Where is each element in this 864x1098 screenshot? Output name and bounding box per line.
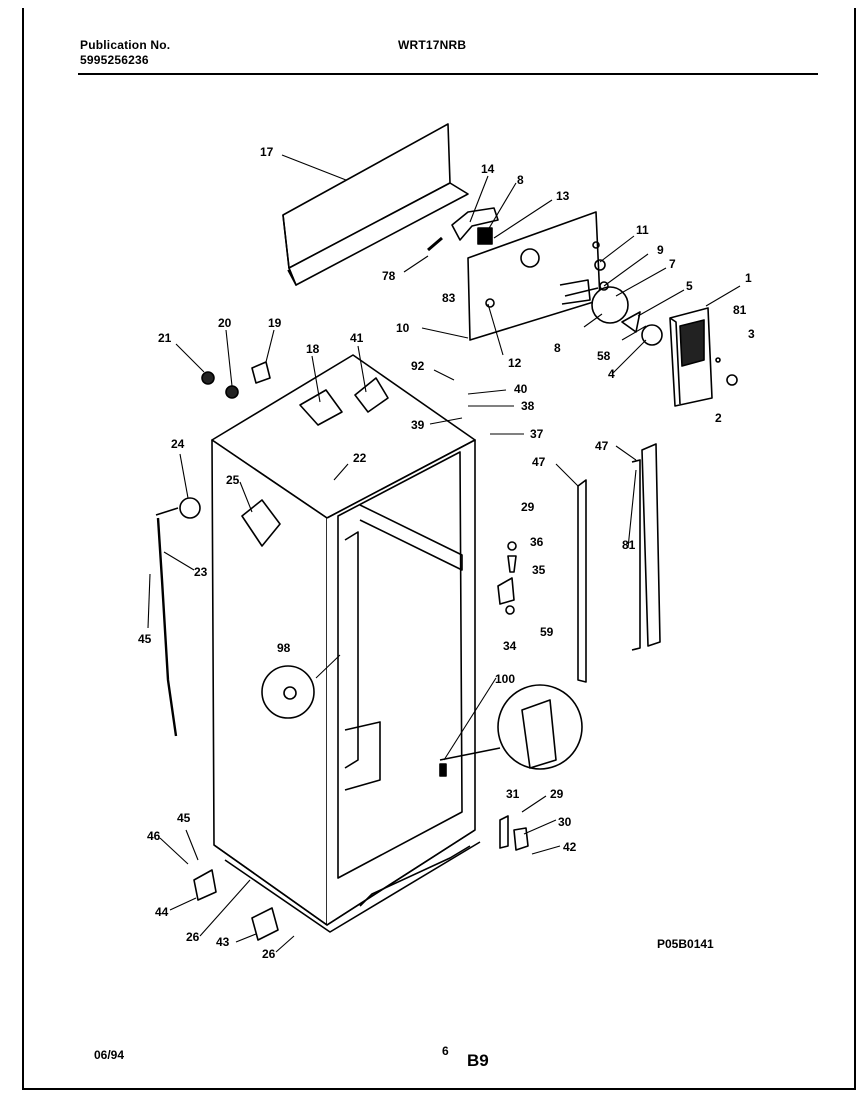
callout-38: 38 [521, 399, 535, 413]
callout-44: 44 [155, 905, 169, 919]
callout-2: 2 [715, 411, 722, 425]
callout-29a: 29 [521, 500, 535, 514]
callout-9: 9 [657, 243, 664, 257]
callout-1: 1 [745, 271, 752, 285]
footer-section: B9 [467, 1051, 489, 1070]
callout-92: 92 [411, 359, 425, 373]
callout-30: 30 [558, 815, 572, 829]
callout-78: 78 [382, 269, 396, 283]
drain-tube-part [155, 497, 201, 737]
callout-24: 24 [171, 437, 185, 451]
callout-36: 36 [530, 535, 544, 549]
callout-18: 18 [306, 342, 320, 356]
leader-lines [147, 154, 741, 953]
door-strip-parts [577, 443, 661, 683]
callout-39: 39 [411, 418, 425, 432]
footer-page-number: 6 [442, 1044, 449, 1058]
callout-35: 35 [532, 563, 546, 577]
callout-43: 43 [216, 935, 230, 949]
callout-3: 3 [748, 327, 755, 341]
callout-31: 31 [506, 787, 520, 801]
callout-26b: 26 [262, 947, 276, 961]
lower-hinge-parts [499, 815, 529, 851]
callout-81: 81 [733, 303, 747, 317]
callout-42: 42 [563, 840, 577, 854]
callout-22: 22 [353, 451, 367, 465]
hinge-group-parts [497, 541, 517, 615]
top-panel-part [282, 123, 469, 286]
page-frame [22, 8, 856, 1090]
leveling-parts [193, 869, 279, 941]
publication-number: 5995256236 [80, 53, 149, 67]
footer-rule [22, 1088, 856, 1090]
callout-58: 58 [597, 349, 611, 363]
callout-47b: 47 [595, 439, 609, 453]
callout-34: 34 [503, 639, 517, 653]
callout-19: 19 [268, 316, 282, 330]
callout-10: 10 [396, 321, 410, 335]
callout-21: 21 [158, 331, 172, 345]
drawing-code: P05B0141 [657, 937, 714, 951]
callout-labels: 17 14 8 13 11 9 7 1 78 83 5 81 3 10 8 58… [138, 145, 755, 961]
clip-parts [427, 207, 499, 252]
cabinet-body-part [211, 354, 481, 933]
callout-7: 7 [669, 257, 676, 271]
header-rule [78, 73, 818, 75]
model-number: WRT17NRB [398, 38, 467, 52]
callout-81b: 81 [622, 538, 636, 552]
callout-98: 98 [277, 641, 291, 655]
callout-14: 14 [481, 162, 495, 176]
plug-part [261, 654, 341, 719]
callout-100: 100 [495, 672, 515, 686]
callout-47a: 47 [532, 455, 546, 469]
publication-label: Publication No. [80, 38, 171, 52]
damper-housing-part [669, 307, 738, 407]
callout-40: 40 [514, 382, 528, 396]
callout-4: 4 [608, 367, 615, 381]
callout-8: 8 [517, 173, 524, 187]
top-brackets-parts [299, 377, 389, 426]
callout-17: 17 [260, 145, 274, 159]
inset-detail-part [439, 684, 583, 777]
callout-11: 11 [636, 223, 649, 237]
callout-13: 13 [556, 189, 570, 203]
callout-25: 25 [226, 473, 240, 487]
callout-45a: 45 [138, 632, 152, 646]
callout-45b: 45 [177, 811, 191, 825]
callout-59: 59 [540, 625, 554, 639]
small-hardware-parts [201, 361, 271, 399]
callout-5: 5 [686, 279, 693, 293]
callout-12: 12 [508, 356, 522, 370]
callout-83: 83 [442, 291, 456, 305]
callout-29b: 29 [550, 787, 564, 801]
fan-assembly-part [564, 259, 663, 346]
callout-26a: 26 [186, 930, 200, 944]
callout-41: 41 [350, 331, 364, 345]
callout-23: 23 [194, 565, 208, 579]
callout-37: 37 [530, 427, 544, 441]
callout-20: 20 [218, 316, 232, 330]
callout-46: 46 [147, 829, 161, 843]
callout-8b: 8 [554, 341, 561, 355]
footer-date: 06/94 [94, 1048, 125, 1062]
